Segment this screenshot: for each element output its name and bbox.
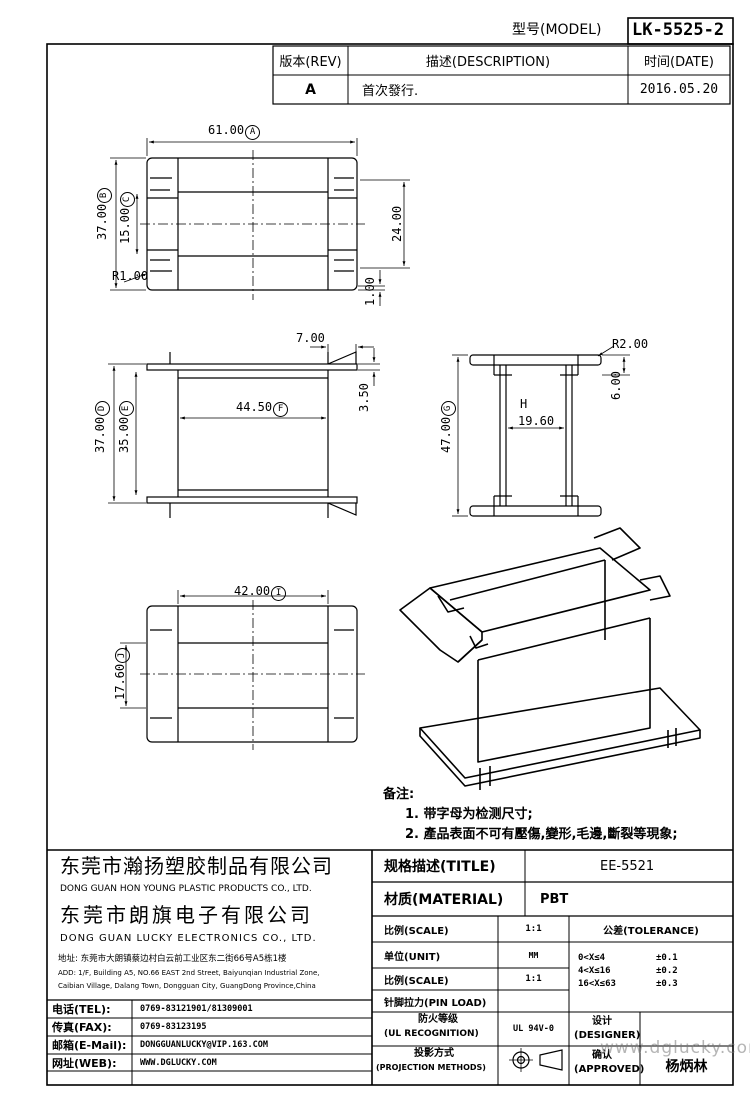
dim-top-radius: R1.00 <box>112 269 149 283</box>
title-value: EE-5521 <box>600 858 655 874</box>
date-col-header: 时间(DATE) <box>644 55 714 70</box>
tel-label: 电话(TEL): <box>52 1003 111 1016</box>
scale2-value: 1:1 <box>525 974 542 984</box>
top-view <box>140 150 365 300</box>
fax-label: 传真(FAX): <box>52 1021 112 1034</box>
approved-label-cn: 确认 <box>592 1050 612 1061</box>
ul-label-en: (UL RECOGNITION) <box>384 1029 479 1039</box>
tol-value-2: ±0.2 <box>656 966 678 976</box>
dim-tag: A <box>245 125 261 140</box>
isometric-view <box>399 527 701 790</box>
dim-top-inner: 15.00C <box>118 191 135 244</box>
company-name-1-en: DONG GUAN HON YOUNG PLASTIC PRODUCTS CO.… <box>60 884 312 894</box>
model-number: LK-5525-2 <box>632 20 725 40</box>
material-label: 材质(MATERIAL) <box>384 892 504 908</box>
company-address-en-1: ADD: 1/F, Building A5, NO.66 EAST 2nd St… <box>58 969 320 977</box>
note-line-1: 1. 带字母为检测尺寸; <box>405 807 533 822</box>
sheet-frame <box>46 43 734 1086</box>
dim-top-height: 37.00B <box>95 187 112 240</box>
desc-col-header: 描述(DESCRIPTION) <box>425 55 551 70</box>
tol-range-1: 0<X≤4 <box>578 953 606 963</box>
ul-label-cn: 防火等级 <box>418 1014 458 1025</box>
side-view <box>469 354 602 517</box>
scale2-label: 比例(SCALE) <box>384 975 449 987</box>
dim-side-width: 19.60 <box>518 414 555 428</box>
pin-load-label: 针脚拉力(PIN LOAD) <box>384 997 487 1009</box>
company-name-1-cn: 东莞市瀚扬塑胶制品有限公司 <box>60 854 333 878</box>
web-value[interactable]: WWW.DGLUCKY.COM <box>140 1057 217 1068</box>
company-name-2-cn: 东莞市朗旗电子有限公司 <box>60 903 313 927</box>
dim-top-gap: 1.00 <box>363 277 377 306</box>
rev-value: A <box>305 81 316 98</box>
projection-symbol-icon <box>509 1048 563 1072</box>
watermark: www.dglucky.com <box>600 1038 750 1058</box>
company-address-en-2: Caibian Village, Dalang Town, Dongguan C… <box>58 982 316 990</box>
note-line-2: 2. 產品表面不可有壓傷,變形,毛邊,斷裂等現象; <box>405 827 678 842</box>
tol-range-2: 4<X≤16 <box>578 966 611 976</box>
dim-bottom-height: 17.60J <box>113 647 130 700</box>
projection-label-en: (PROJECTION METHODS) <box>376 1063 486 1072</box>
dim-top-right: 24.00 <box>390 205 404 242</box>
tol-range-3: 16<X≤63 <box>578 979 616 989</box>
scale-value: 1:1 <box>525 924 542 934</box>
pin-load-value <box>498 990 569 1012</box>
unit-value: MM <box>528 950 539 960</box>
unit-label: 单位(UNIT) <box>384 951 441 963</box>
ul-value: UL 94V-0 <box>513 1024 554 1034</box>
dim-side-height: 47.00G <box>439 400 456 453</box>
title-block <box>47 849 733 1085</box>
notes-title: 备注: <box>383 787 415 802</box>
tel-value: 0769-83121901/81309001 <box>140 1004 253 1014</box>
mail-label: 邮箱(E-Mail): <box>52 1039 127 1052</box>
tol-value-1: ±0.1 <box>656 953 678 963</box>
material-value: PBT <box>540 891 569 907</box>
dim-side-width-tag: H <box>520 397 528 411</box>
front-view <box>146 351 358 518</box>
web-label: 网址(WEB): <box>52 1056 117 1070</box>
desc-value: 首次發行. <box>362 84 419 99</box>
date-value: 2016.05.20 <box>639 82 719 97</box>
rev-col-header: 版本(REV) <box>279 55 342 70</box>
mail-value[interactable]: DONGGUANLUCKY@VIP.163.COM <box>140 1040 268 1050</box>
dim-front-height: 37.00D <box>93 400 110 453</box>
approved-label-en: (APPROVED) <box>574 1064 645 1075</box>
designer-label-cn: 设计 <box>592 1016 612 1027</box>
company-name-2-en: DONG GUAN LUCKY ELECTRONICS CO., LTD. <box>60 933 317 944</box>
designer-label-en: (DESIGNER) <box>574 1030 641 1041</box>
dim-side-tab: 6.00 <box>609 371 623 400</box>
dim-front-flange: 3.50 <box>357 383 371 412</box>
dim-side-radius: R2.00 <box>612 337 649 351</box>
bottom-view <box>140 600 365 750</box>
model-label: 型号(MODEL) <box>512 22 602 38</box>
title-label: 规格描述(TITLE) <box>384 859 496 875</box>
tolerance-label: 公差(TOLERANCE) <box>603 925 699 937</box>
tol-value-3: ±0.3 <box>656 979 678 989</box>
dim-front-inner: 35.00E <box>117 400 134 453</box>
projection-label-cn: 投影方式 <box>414 1048 454 1059</box>
dim-front-tab: 7.00 <box>296 331 325 345</box>
fax-value: 0769-83123195 <box>140 1022 207 1032</box>
company-address-cn: 地址: 东莞市大朗镇蔡边村白云前工业区东二街66号A5栋1楼 <box>58 954 287 964</box>
scale-label: 比例(SCALE) <box>384 925 449 937</box>
approved-value: 杨炳林 <box>665 1058 708 1075</box>
